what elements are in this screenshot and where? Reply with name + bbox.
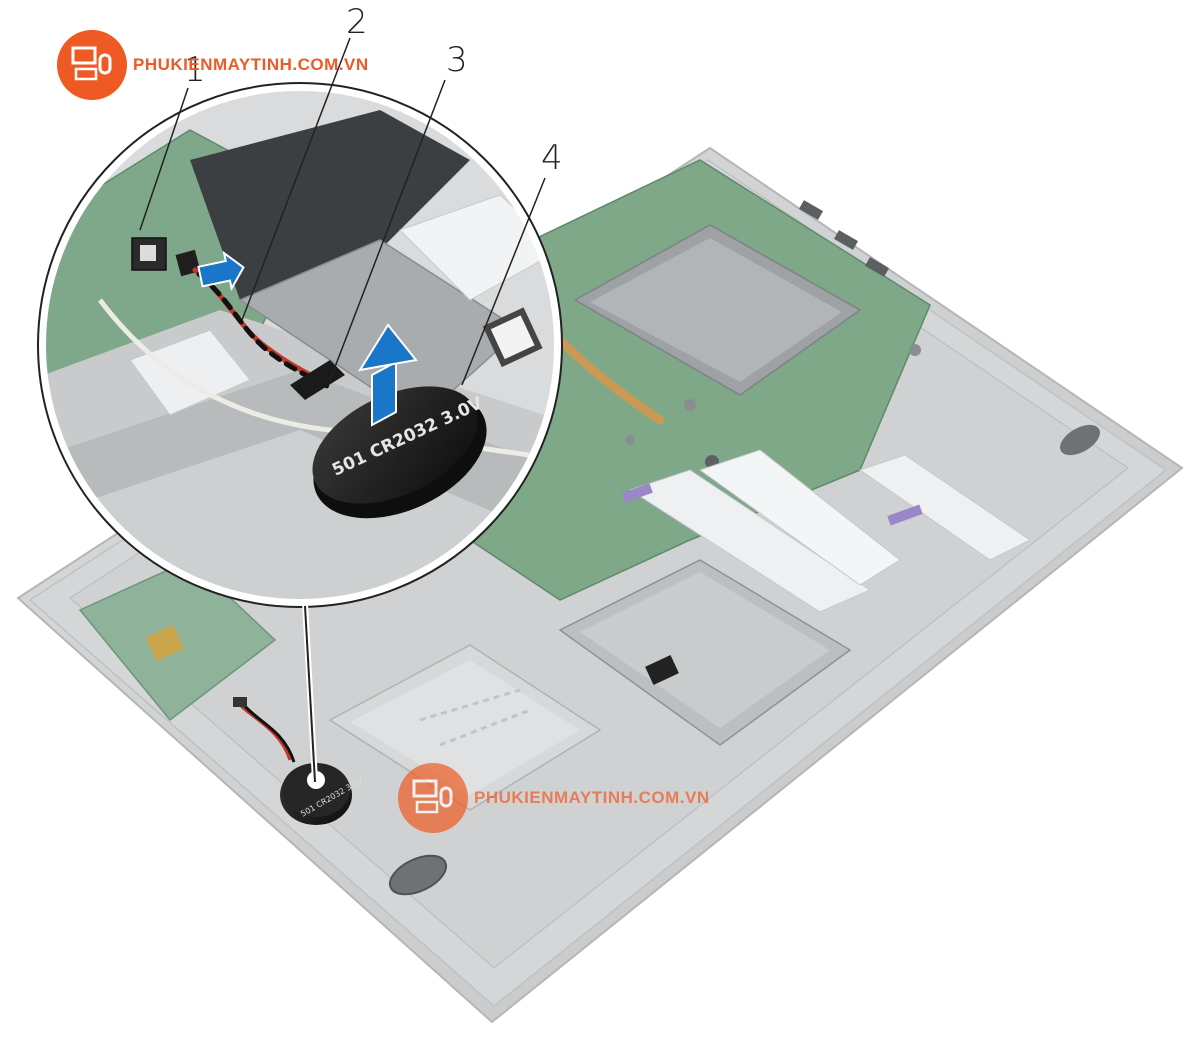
system-board [469,159,931,601]
coin-cell-battery-small [233,697,352,825]
lift-arrow-icon [357,323,418,427]
battery-pack [328,644,602,811]
computer-logo-icon [57,30,127,100]
callout-3: 3 [446,40,468,80]
callout-4: 4 [541,138,563,178]
io-board [78,559,277,722]
watermark-middle: PHUKIENMAYTINH.COM.VN [398,763,710,833]
touchpad-bracket [558,559,852,746]
speaker [388,424,1100,896]
leader-lines [139,37,546,386]
watermark-top-text: PHUKIENMAYTINH.COM.VN [133,55,369,74]
callout-2: 2 [346,2,368,42]
computer-logo-icon-faded [398,763,468,833]
callout-1: 1 [184,50,206,90]
watermark-top: PHUKIENMAYTINH.COM.VN [57,30,369,100]
ribbon-cables [621,449,1031,613]
watermark-middle-text: PHUKIENMAYTINH.COM.VN [474,788,710,807]
zoom-inset: 501 CR2032 3.0V [37,82,563,608]
disconnect-arrow-icon [197,250,245,292]
